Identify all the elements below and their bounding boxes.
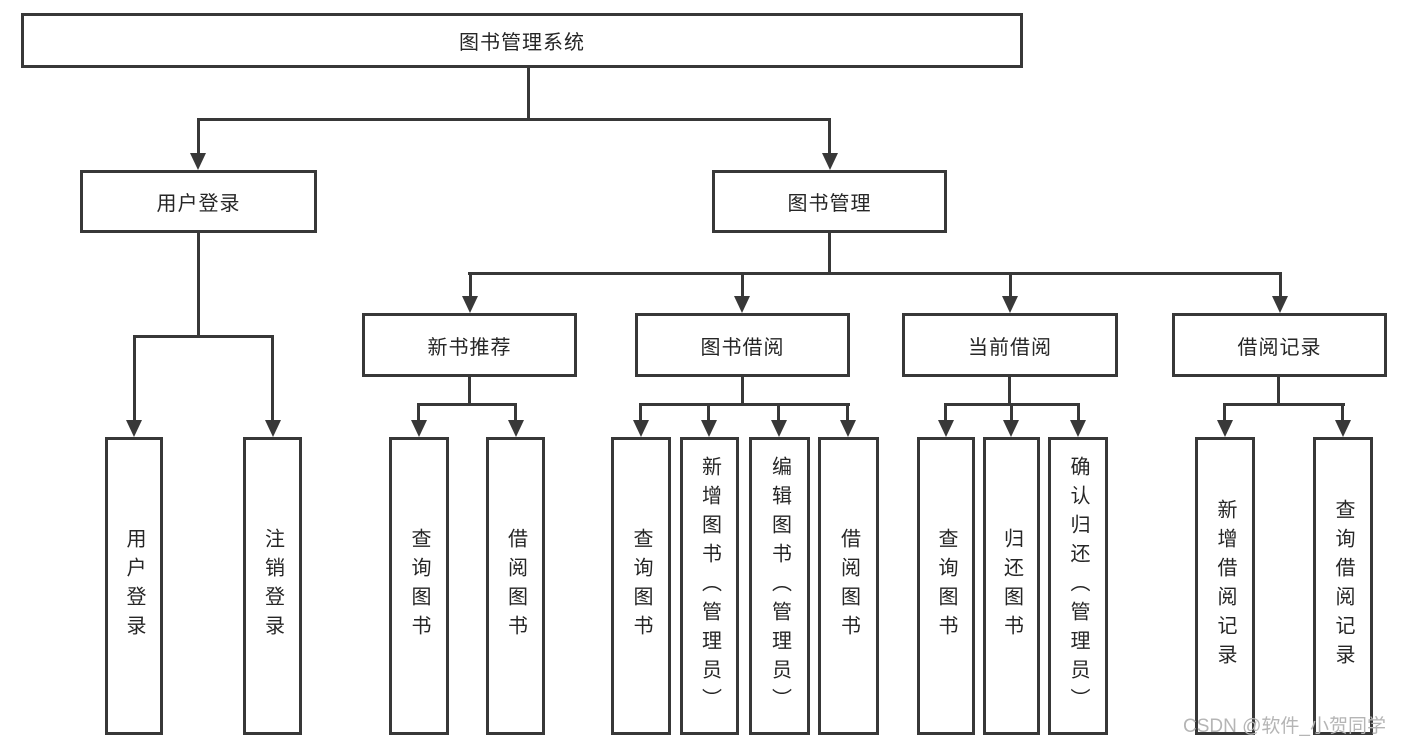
node-bb-add-books-label: 新增图书（管理员） <box>698 455 721 717</box>
node-book-mgmt-label: 图书管理 <box>787 193 872 215</box>
arrow-down-icon <box>938 420 954 437</box>
connector-to-nb-borrow <box>514 403 517 420</box>
node-bb-query-books: 查询图书 <box>611 437 671 735</box>
arrow-down-icon <box>411 420 427 437</box>
node-new-books: 新书推荐 <box>362 313 577 377</box>
node-root-label: 图书管理系统 <box>459 32 585 54</box>
connector-user-login-stem <box>197 233 200 335</box>
arrow-down-icon <box>1335 420 1351 437</box>
connector-to-cb-return <box>1010 403 1013 420</box>
arrow-down-icon <box>1217 420 1233 437</box>
connector-to-nb-query <box>417 403 420 420</box>
node-borrow-records-label: 借阅记录 <box>1237 336 1322 359</box>
connector-new-books-bar <box>417 403 517 406</box>
node-bb-borrow-books: 借阅图书 <box>818 437 879 735</box>
node-cb-query-books-label: 查询图书 <box>935 528 957 644</box>
connector-borrow-records-stem <box>1277 377 1280 403</box>
node-book-borrow-label: 图书借阅 <box>700 336 785 359</box>
node-cb-confirm-return-label: 确认归还（管理员） <box>1067 455 1089 717</box>
connector-root-bar <box>197 118 831 121</box>
connector-to-borrow-records <box>1279 272 1282 296</box>
arrow-down-icon <box>822 153 838 170</box>
connector-to-leaf-logout <box>271 335 274 420</box>
connector-book-mgmt-stem <box>828 233 831 272</box>
connector-to-bb-add <box>707 403 710 420</box>
node-bb-query-books-label: 查询图书 <box>630 528 652 644</box>
connector-new-books-stem <box>468 377 471 403</box>
connector-root-to-user-login <box>197 118 200 153</box>
connector-book-borrow-bar <box>639 403 850 406</box>
connector-root-stem <box>527 68 530 118</box>
node-br-add-record: 新增借阅记录 <box>1195 437 1255 735</box>
node-bb-borrow-books-label: 借阅图书 <box>837 528 860 644</box>
connector-borrow-records-bar <box>1223 403 1345 406</box>
connector-to-bb-edit <box>777 403 780 420</box>
arrow-down-icon <box>771 420 787 437</box>
connector-to-new-books <box>469 272 472 296</box>
arrow-down-icon <box>633 420 649 437</box>
arrow-down-icon <box>462 296 478 313</box>
node-bb-add-books: 新增图书（管理员） <box>680 437 739 735</box>
node-cb-confirm-return: 确认归还（管理员） <box>1048 437 1108 735</box>
node-nb-query-books: 查询图书 <box>389 437 449 735</box>
node-nb-query-books-label: 查询图书 <box>408 528 430 644</box>
connector-book-borrow-stem <box>741 377 744 403</box>
connector-user-login-bar <box>133 335 274 338</box>
node-book-mgmt: 图书管理 <box>712 170 947 233</box>
arrow-down-icon <box>1272 296 1288 313</box>
node-new-books-label: 新书推荐 <box>427 336 512 359</box>
node-leaf-logout: 注销登录 <box>243 437 302 735</box>
node-nb-borrow-books: 借阅图书 <box>486 437 545 735</box>
connector-book-mgmt-bar <box>468 272 1281 275</box>
arrow-down-icon <box>190 153 206 170</box>
arrow-down-icon <box>126 420 142 437</box>
arrow-down-icon <box>508 420 524 437</box>
node-leaf-user-login-label: 用户登录 <box>123 528 145 644</box>
connector-to-br-add <box>1223 403 1226 420</box>
node-cb-query-books: 查询图书 <box>917 437 975 735</box>
node-root: 图书管理系统 <box>21 13 1023 68</box>
node-bb-edit-books: 编辑图书（管理员） <box>749 437 810 735</box>
node-br-add-record-label: 新增借阅记录 <box>1214 499 1236 673</box>
connector-to-book-borrow <box>741 272 744 296</box>
connector-to-bb-query <box>639 403 642 420</box>
connector-to-bb-borrow <box>846 403 849 420</box>
node-borrow-records: 借阅记录 <box>1172 313 1387 377</box>
node-book-borrow: 图书借阅 <box>635 313 850 377</box>
node-bb-edit-books-label: 编辑图书（管理员） <box>768 455 791 717</box>
node-nb-borrow-books-label: 借阅图书 <box>504 528 527 644</box>
connector-to-cb-query <box>944 403 947 420</box>
arrow-down-icon <box>840 420 856 437</box>
node-br-query-record-label: 查询借阅记录 <box>1332 499 1354 673</box>
connector-root-to-book-mgmt <box>828 118 831 153</box>
csdn-watermark: CSDN @软件_小贺同学 <box>1183 716 1386 737</box>
arrow-down-icon <box>701 420 717 437</box>
node-current-borrow: 当前借阅 <box>902 313 1118 377</box>
arrow-down-icon <box>265 420 281 437</box>
node-cb-return-books-label: 归还图书 <box>1000 528 1023 644</box>
connector-to-current-borrow <box>1009 272 1012 296</box>
connector-to-br-query <box>1341 403 1344 420</box>
node-cb-return-books: 归还图书 <box>983 437 1040 735</box>
node-leaf-logout-label: 注销登录 <box>261 528 284 644</box>
node-user-login-label: 用户登录 <box>156 193 241 215</box>
node-user-login: 用户登录 <box>80 170 317 233</box>
arrow-down-icon <box>1002 296 1018 313</box>
arrow-down-icon <box>1003 420 1019 437</box>
node-br-query-record: 查询借阅记录 <box>1313 437 1373 735</box>
arrow-down-icon <box>734 296 750 313</box>
connector-current-borrow-stem <box>1008 377 1011 403</box>
connector-to-leaf-user-login <box>133 335 136 420</box>
node-leaf-user-login: 用户登录 <box>105 437 163 735</box>
node-current-borrow-label: 当前借阅 <box>968 336 1052 359</box>
connector-to-cb-confirm <box>1077 403 1080 420</box>
arrow-down-icon <box>1070 420 1086 437</box>
